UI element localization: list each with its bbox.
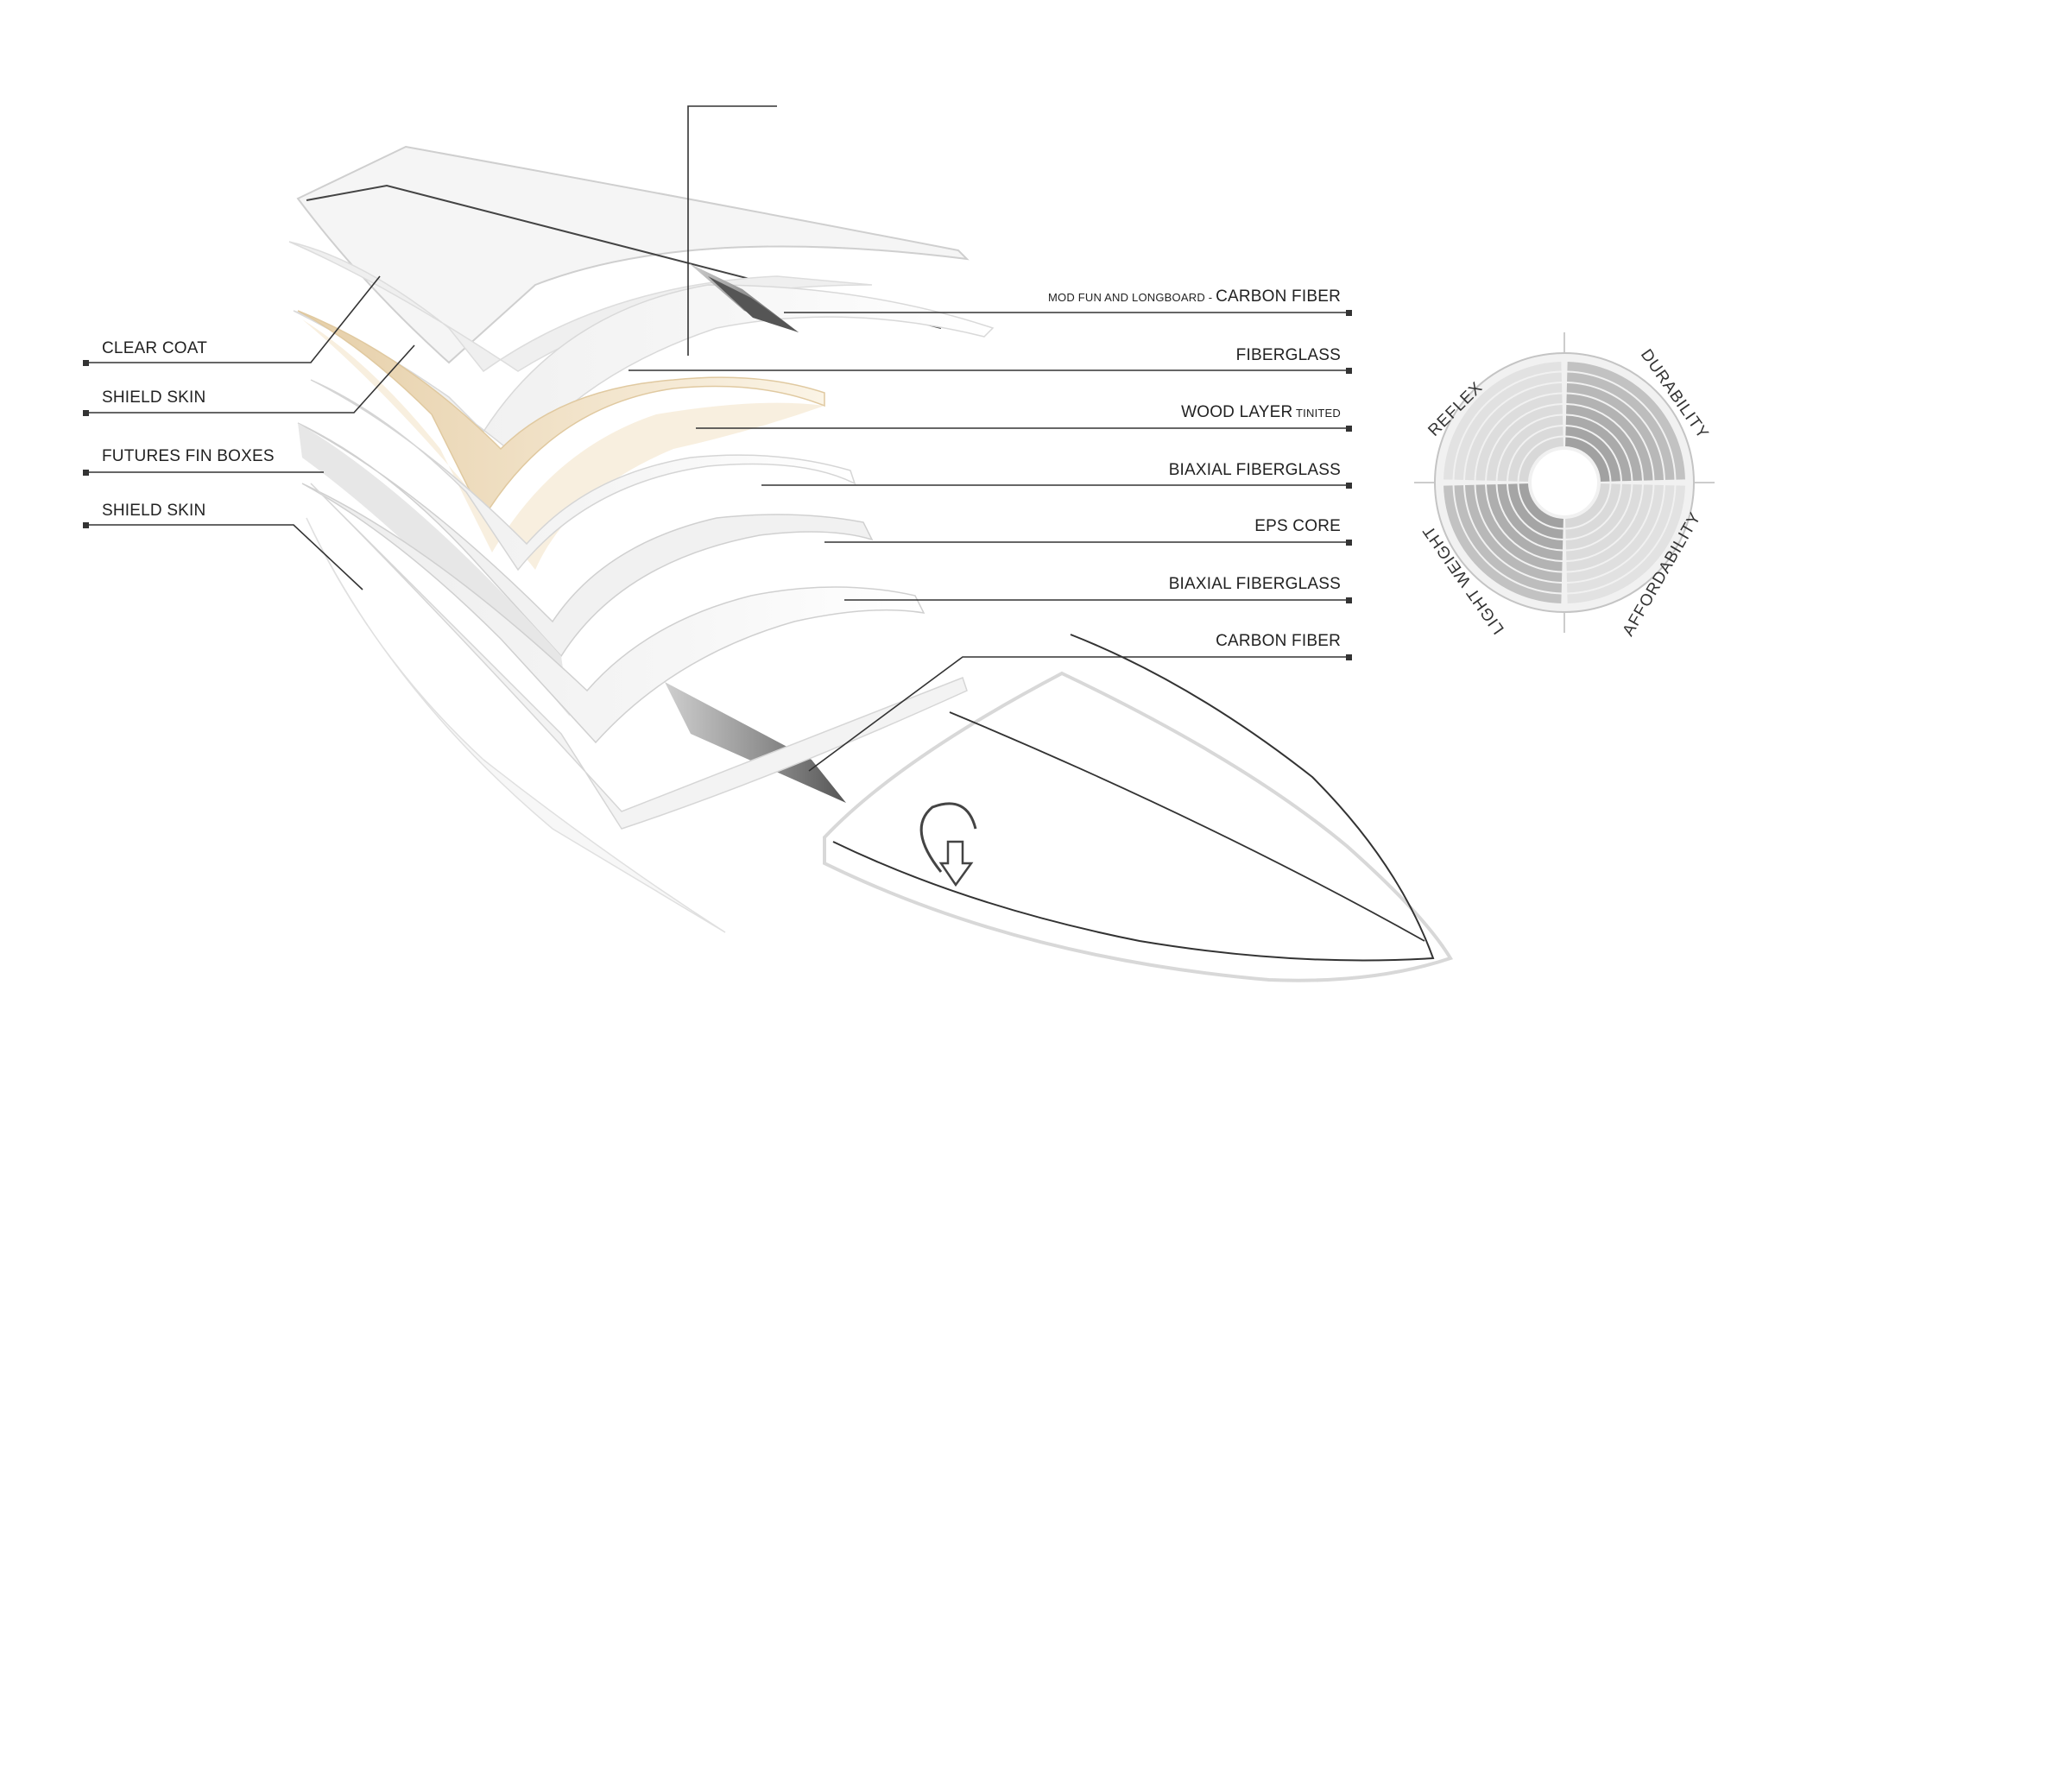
rating-ring-segment xyxy=(1508,483,1563,539)
label-carbon-fiber-top: MOD FUN AND LONGBOARD - CARBON FIBER xyxy=(1048,288,1341,305)
dot-fiberglass xyxy=(1346,368,1352,374)
rating-ring-segment xyxy=(1566,484,1642,560)
top-deck-layer xyxy=(296,145,970,364)
rating-ring-segment xyxy=(1497,483,1563,550)
rating-ring-segment xyxy=(1465,383,1563,481)
rating-ring-segment xyxy=(1519,437,1563,482)
surfboard-layer-stack xyxy=(288,145,1453,982)
dot-biaxial-fiberglass-bottom xyxy=(1346,597,1352,603)
leader-shield-skin-bottom xyxy=(86,524,363,590)
rating-ring-segment xyxy=(1487,484,1563,560)
dot-clear-coat xyxy=(83,360,89,366)
label-biaxial-fiberglass-top: BIAXIAL FIBERGLASS xyxy=(1168,461,1341,479)
shield-skin-bottom-layer xyxy=(310,483,968,830)
rating-ring-segment xyxy=(1497,415,1563,482)
rating-ring-segment xyxy=(1565,415,1632,482)
rating-ring-segment xyxy=(1566,383,1664,481)
rating-rings xyxy=(1443,362,1685,603)
rating-ring-segment xyxy=(1566,484,1664,582)
label-clear-coat: CLEAR COAT xyxy=(102,339,208,357)
rating-ring-segment xyxy=(1475,484,1563,571)
leader-dots-right xyxy=(1346,310,1352,660)
rating-ring-segment xyxy=(1565,437,1610,482)
rating-ring-segment xyxy=(1443,362,1562,480)
carbon-fiber-strip-bottom xyxy=(665,682,846,803)
rating-ring-segment xyxy=(1465,484,1563,582)
label-wood-layer-text: WOOD LAYER xyxy=(1181,403,1293,421)
rating-ring-segment xyxy=(1487,405,1563,481)
rating-ring-segment xyxy=(1454,485,1562,593)
leader-lines-left xyxy=(86,275,415,590)
dot-carbon-fiber-top xyxy=(1346,310,1352,316)
label-wood-layer-suffix: TINITED xyxy=(1292,407,1341,420)
rating-ring-segment xyxy=(1567,485,1675,593)
leader-carbon-fiber-bottom xyxy=(808,656,1349,772)
rating-ring-segment xyxy=(1565,483,1610,528)
biaxial-fiberglass-layer-top xyxy=(310,379,856,571)
rating-ring-segment xyxy=(1567,485,1685,603)
dot-futures-fin-boxes xyxy=(83,470,89,476)
rating-ring-segment xyxy=(1567,372,1675,480)
rating-ring-segment xyxy=(1565,426,1620,482)
eps-core-layer xyxy=(297,422,874,658)
bottom-hull-outline xyxy=(832,634,1435,962)
rating-ring-segment xyxy=(1565,483,1620,539)
label-carbon-fiber-top-prefix: MOD FUN AND LONGBOARD - xyxy=(1048,291,1216,304)
brand-logo-icon xyxy=(919,802,977,887)
leader-lines-right xyxy=(629,105,1349,772)
dot-eps-core xyxy=(1346,540,1352,546)
rating-ring-segment xyxy=(1443,485,1562,603)
leader-bracket-top xyxy=(687,105,777,356)
rating-ring-segment xyxy=(1508,426,1563,482)
rating-circle-chart: REFLEX DURABILITY AFFORDABILITY LIGHT WE… xyxy=(1414,332,1715,640)
leader-shield-skin-top xyxy=(86,344,415,414)
dot-shield-skin-bottom xyxy=(83,522,89,528)
dot-wood-layer xyxy=(1346,426,1352,432)
biaxial-fiberglass-layer-bottom xyxy=(301,483,925,744)
rating-ring-segment xyxy=(1566,405,1642,481)
label-shield-skin-bottom: SHIELD SKIN xyxy=(102,502,206,520)
rating-ring-segment xyxy=(1454,372,1562,480)
rating-ring-segment xyxy=(1566,394,1653,481)
label-fiberglass: FIBERGLASS xyxy=(1235,346,1341,364)
clear-coat-layer xyxy=(288,241,873,373)
bottom-hull-stringer xyxy=(949,711,1425,942)
label-biaxial-fiberglass-bottom: BIAXIAL FIBERGLASS xyxy=(1168,575,1341,593)
label-carbon-fiber-bottom: CARBON FIBER xyxy=(1216,632,1341,650)
bottom-hull xyxy=(823,671,1453,982)
label-carbon-fiber-top-text: CARBON FIBER xyxy=(1216,287,1341,306)
label-eps-core: EPS CORE xyxy=(1254,517,1341,535)
dot-carbon-fiber-bottom xyxy=(1346,654,1352,660)
label-futures-fin-boxes: FUTURES FIN BOXES xyxy=(102,447,275,465)
center-hole xyxy=(1532,450,1597,515)
rating-ring-segment xyxy=(1565,483,1632,550)
rating-ring-segment xyxy=(1475,394,1563,481)
label-shield-skin-top: SHIELD SKIN xyxy=(102,388,206,407)
leader-dots-left xyxy=(83,360,89,528)
leader-clear-coat xyxy=(86,275,381,363)
carbon-fiber-strip-top-dark xyxy=(708,276,799,332)
rating-ring-segment xyxy=(1519,483,1563,528)
dot-biaxial-fiberglass-top xyxy=(1346,483,1352,489)
rating-ring-segment xyxy=(1567,362,1685,480)
label-wood-layer: WOOD LAYER TINITED xyxy=(1181,404,1341,420)
shield-skin-bottom-rail xyxy=(306,517,726,933)
rating-ring-segment xyxy=(1566,484,1653,571)
dot-shield-skin-top xyxy=(83,410,89,416)
